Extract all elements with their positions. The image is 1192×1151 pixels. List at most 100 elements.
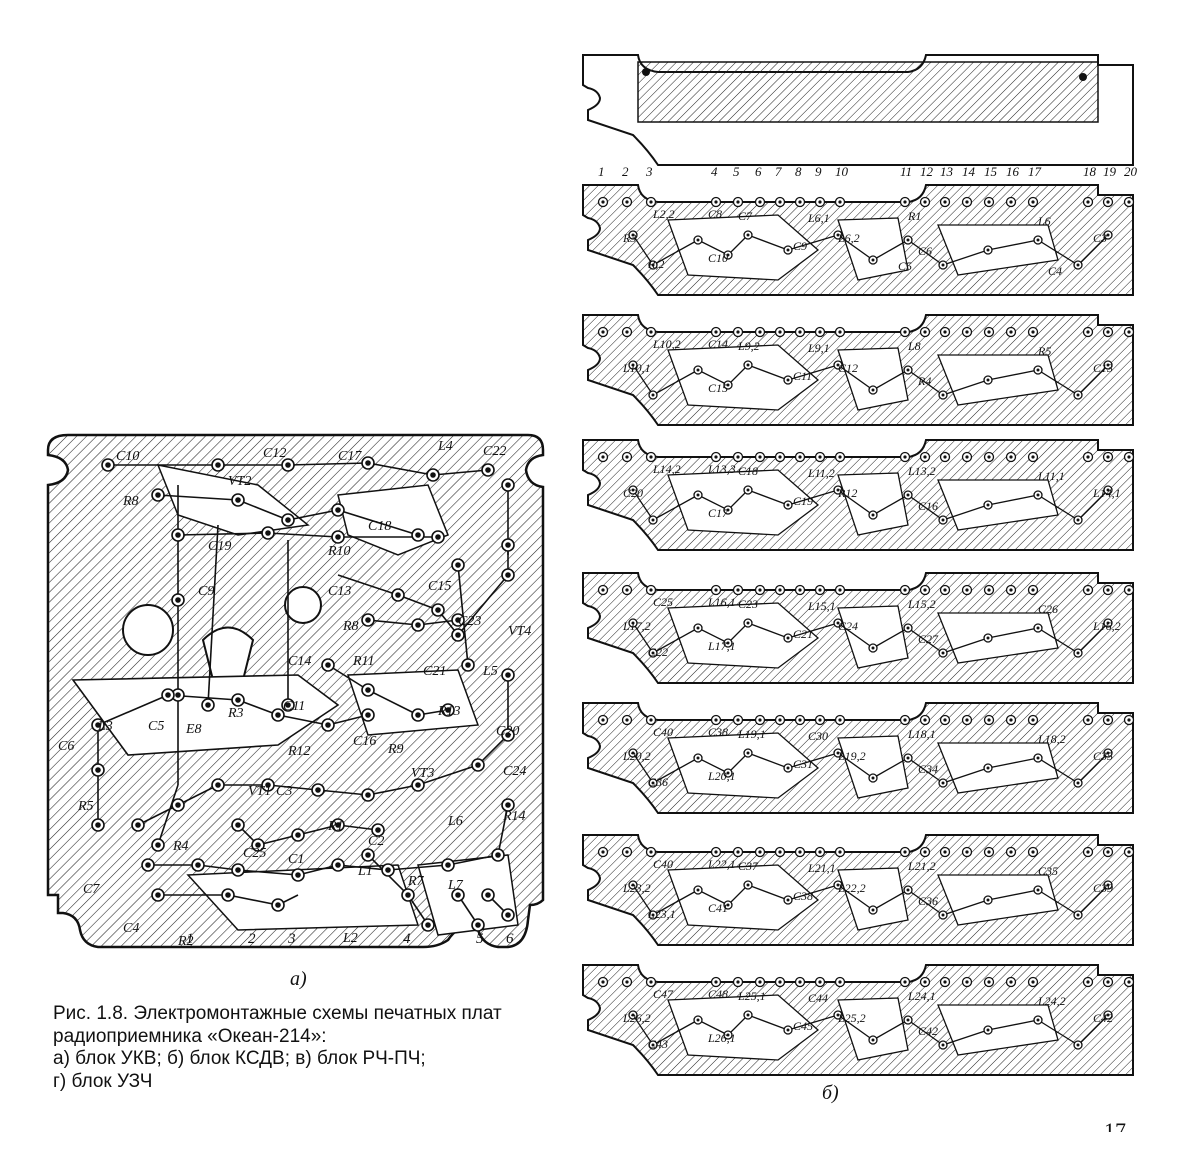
- strip-pin-number: 10: [835, 164, 849, 179]
- strip-label: C45: [793, 1019, 813, 1033]
- board-a-label: C18: [368, 519, 391, 534]
- strip-label: C42: [918, 1024, 938, 1038]
- board-a-label: C21: [423, 664, 446, 679]
- strip-label: C15: [708, 381, 728, 395]
- strip-pin-number: 16: [1006, 164, 1020, 179]
- strip-label: L18,1: [907, 727, 936, 741]
- board-a-label: VT3: [411, 766, 434, 781]
- strip-label: R,2: [647, 257, 664, 271]
- strip-label: C10: [708, 251, 728, 265]
- caption-line-3: а) блок УКВ; б) блок КСДВ; в) блок РЧ-ПЧ…: [53, 1048, 426, 1069]
- strip-board: [582, 54, 1134, 166]
- strip-label: C4: [1048, 264, 1062, 278]
- board-a-label: C24: [503, 764, 526, 779]
- strip-label: L14,1: [1092, 486, 1121, 500]
- strip-label: R12: [837, 486, 857, 500]
- strip-label: C20: [623, 486, 643, 500]
- strip-label: L19,2: [837, 749, 866, 763]
- strip-label: L26,2: [622, 1011, 651, 1025]
- board-a-terminal: 6: [506, 931, 514, 947]
- strip-label: C48: [708, 987, 728, 1001]
- board-a-label: C10: [116, 449, 139, 464]
- board-a-label: R8: [342, 619, 359, 634]
- strip-label: R4: [917, 374, 931, 388]
- strip-label: C34: [918, 762, 938, 776]
- board-a-label: L1: [357, 864, 373, 879]
- subfigure-a-label: а): [290, 968, 307, 990]
- strip-label: L23,2: [622, 881, 651, 895]
- strip-label: L11,1: [1037, 469, 1065, 483]
- figure-caption: Рис. 1.8. Электромонтажные схемы печатны…: [53, 1003, 563, 1093]
- strip-label: C36: [918, 894, 938, 908]
- strip-label: L21,1: [807, 861, 836, 875]
- strip-label: L25,2: [837, 1011, 866, 1025]
- strip-pin-number: 19: [1103, 164, 1117, 179]
- board-a-label: C4: [123, 921, 139, 936]
- strip-label: L20,1: [707, 769, 736, 783]
- strip-label: L21,2: [907, 859, 936, 873]
- board-a-label: C5: [148, 719, 164, 734]
- strip-label: L6: [1037, 214, 1051, 228]
- caption-line-2: радиоприемника «Океан-214»:: [53, 1025, 327, 1047]
- board-a-label: C2: [368, 834, 384, 849]
- strip-pin-number: 13: [940, 164, 954, 179]
- strip-label: L23,1: [647, 907, 676, 921]
- board-a-label: C20: [496, 724, 519, 739]
- strip-label: C38: [708, 725, 728, 739]
- board-a-label: L4: [437, 439, 453, 454]
- strip-label: C35: [1093, 749, 1113, 763]
- strip-label: L9,2: [737, 339, 760, 353]
- board-a-terminal: 1: [186, 931, 194, 947]
- strip-label: C31: [793, 757, 813, 771]
- strip-label: C27: [918, 632, 939, 646]
- strip-pin-number: 15: [984, 164, 998, 179]
- strip-label: C42: [1093, 1011, 1113, 1025]
- strip-label: C23: [738, 597, 758, 611]
- strip-label: C9: [793, 239, 807, 253]
- strip-label: L26,1: [707, 1031, 736, 1045]
- board-a-label: R12: [287, 744, 311, 759]
- strip-pin-number: 8: [795, 164, 802, 179]
- board-a-label: R2: [177, 934, 194, 949]
- board-a-label: R13: [437, 704, 461, 719]
- strip-label: L18,2: [1037, 732, 1066, 746]
- strip-label: C41: [708, 901, 728, 915]
- strip-label: C25: [653, 595, 673, 609]
- strip-label: L9,1: [807, 341, 830, 355]
- board-a-label: C16: [353, 734, 376, 749]
- strip-label: C26: [1038, 602, 1058, 616]
- board-a-label: R7: [407, 874, 425, 889]
- strip-label: L16,2: [1092, 619, 1121, 633]
- board-a-label: C1: [288, 852, 304, 867]
- board-a-label: C9: [198, 584, 214, 599]
- board-a-label: VT1: [248, 784, 271, 799]
- board-a-label: C19: [208, 539, 231, 554]
- strip-pin-number: 9: [815, 164, 822, 179]
- strip-label: L24,1: [907, 989, 936, 1003]
- strip-label: L14,2: [652, 462, 681, 476]
- strip-pin-number: 12: [920, 164, 934, 179]
- strip-pin-number: 3: [645, 164, 653, 179]
- strip-label: C30: [808, 729, 828, 743]
- board-a-outline: [46, 433, 545, 949]
- strip-pin-number: 20: [1124, 164, 1138, 179]
- strip-label: L22,1: [707, 857, 736, 871]
- strip-pin-number: 7: [775, 164, 782, 179]
- strip-label: L24,2: [1037, 994, 1066, 1008]
- board-a-label: E8: [185, 722, 202, 737]
- board-a-traces: [91, 456, 515, 932]
- strip-label: L17,1: [707, 639, 736, 653]
- board-a-label: L5: [482, 664, 498, 679]
- board-a-terminal: 4: [403, 931, 411, 947]
- board-a-label: C12: [263, 446, 286, 461]
- board-a-label: R9: [387, 742, 404, 757]
- strip-label: L10,1: [622, 361, 651, 375]
- strip-label: L15,1: [807, 599, 836, 613]
- board-a-label: L3: [97, 719, 113, 734]
- strip-label: C17: [708, 506, 729, 520]
